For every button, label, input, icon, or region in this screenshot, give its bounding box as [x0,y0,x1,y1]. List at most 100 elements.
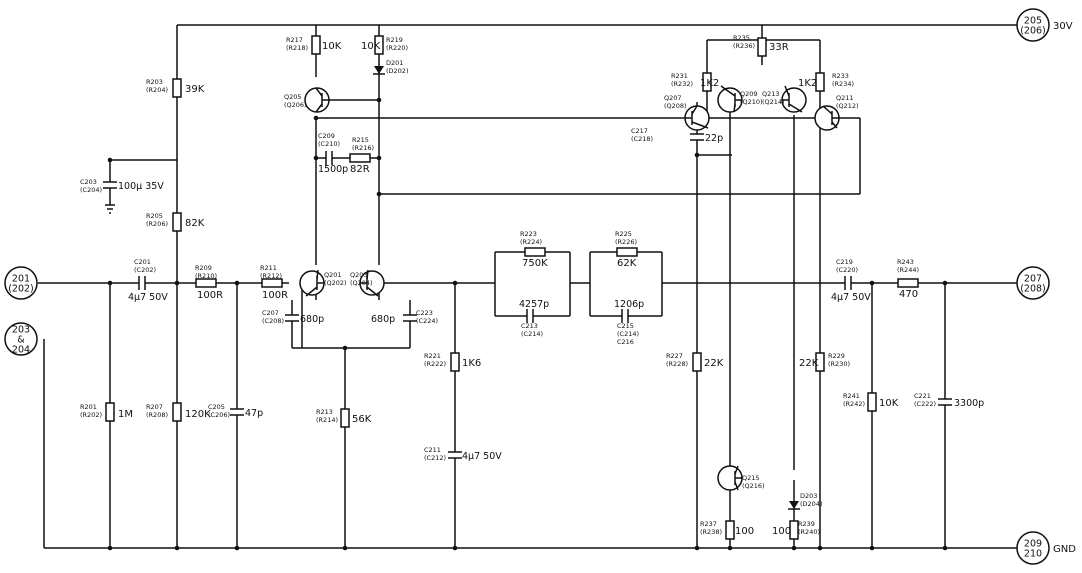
capacitor-c219-ref: C219 [836,258,853,266]
transistor-q213 [781,85,807,113]
resistor-r221-value: 1K6 [462,358,481,369]
capacitor-c223-ref: (C224) [416,317,438,325]
junction-dot [942,545,948,551]
resistor-r241-ref: R241 [843,392,860,400]
diode-symbol [373,66,385,75]
capacitor-c209-value: 1500p [318,164,348,175]
resistor-body [524,247,546,257]
resistor-body [195,278,217,288]
junction-dot [234,545,240,551]
junction-dot [817,545,823,551]
junction-dot [107,157,113,163]
resistor-r223-ref: (R224) [520,238,542,246]
resistor-r203-ref: R203 [146,78,163,86]
capacitor-c205-ref: C205 [208,403,225,411]
resistor-r243-ref: (R244) [897,266,919,274]
transistor-q209-ref: Q209 [740,90,758,98]
junction-dot [869,545,875,551]
resistor-r237-ref: R237 [700,520,717,528]
resistor-r233-ref: R233 [832,72,849,80]
resistor-r201-ref: R201 [80,403,97,411]
resistor-r233-value: 1K2 [798,78,817,89]
capacitor-c217-ref: C217 [631,127,648,135]
resistor-r231-ref: R231 [671,72,688,80]
resistor-r215-ref: (R216) [352,144,374,152]
capacitor-c219-ref: (C220) [836,266,858,274]
capacitor-c201-value: 4μ7 50V [128,292,168,303]
transistor-q205-ref: Q205 [284,93,302,101]
capacitor-c209-ref: C209 [318,132,335,140]
transistor-q207 [684,105,710,131]
resistor-body [692,352,702,372]
capacitor-c201-ref: C201 [134,258,151,266]
junction-dot [174,280,180,286]
capacitor-c203-ref: C203 [80,178,97,186]
resistor-r235-value: 33R [769,42,789,53]
resistor-r205-ref: (R206) [146,220,168,228]
transistor-q205-ref: (Q206) [284,101,307,109]
capacitor-c217-ref: (C218) [631,135,653,143]
terminal-circle [1016,266,1050,300]
capacitor-c213-ref: C213 [521,322,538,330]
junction-dot [342,345,348,351]
diode-symbol [788,501,800,510]
resistor-body [616,247,638,257]
capacitor-c211-ref: (C212) [424,454,446,462]
resistor-r219-ref: R219 [386,36,403,44]
rail-30v-label: 30V [1053,21,1073,32]
resistor-body [340,408,350,428]
resistor-r203-value: 39K [185,84,205,95]
terminal-label: 201 [12,274,30,285]
diode-d201-ref: (D202) [386,67,408,75]
resistor-r209-value: 100R [197,290,223,301]
resistor-r221-ref: R221 [424,352,441,360]
resistor-body [172,402,182,422]
junction-dot [694,152,700,158]
resistor-body [261,278,283,288]
transistor-q201-ref: Q201 [324,271,342,279]
junction-dot [694,545,700,551]
capacitor-symbol [447,451,463,459]
junction-dot [942,280,948,286]
resistor-r209-ref: (R210) [195,272,217,280]
transistor-q203-ref: (Q204) [350,279,373,287]
transistor-q209 [717,85,743,113]
capacitor-c217-value: 22p [705,133,723,144]
capacitor-c203-ref: (C204) [80,186,102,194]
resistor-r243-ref: R243 [897,258,914,266]
transistor-q205 [304,87,330,113]
junction-dot [452,545,458,551]
capacitor-c207-ref: C207 [262,309,279,317]
capacitor-symbol [138,275,146,291]
capacitor-symbol [284,314,300,322]
resistor-r241-ref: (R242) [843,400,865,408]
transistor-q201 [299,269,325,297]
terminal-label: (202) [8,284,34,295]
resistor-r239-ref: R239 [798,520,815,528]
capacitor-c223-ref: C223 [416,309,433,317]
junction-dot [234,280,240,286]
wires [38,24,1020,551]
resistor-r211-ref: (R212) [260,272,282,280]
capacitor-c221-value: 3300p [954,398,984,409]
junction-dot [869,280,875,286]
resistor-r209-ref: R209 [195,264,212,272]
transistor-q203 [359,269,385,297]
terminal-label: 203 [12,325,30,336]
resistor-r217-ref: (R218) [286,44,308,52]
capacitor-c209-ref: (C210) [318,140,340,148]
resistor-body [172,212,182,232]
capacitor-symbol [844,275,852,291]
resistor-r217-ref: R217 [286,36,303,44]
transistor-q207-ref: Q207 [664,94,682,102]
resistor-r211-value: 100R [262,290,288,301]
resistor-r241-value: 10K [879,398,899,409]
transistor-q215-ref: Q215 [742,474,760,482]
capacitor-symbol [402,314,418,322]
terminal-label: 209 [1024,539,1042,550]
resistor-r235-ref: R235 [733,34,750,42]
resistor-r225-ref: (R226) [615,238,637,246]
transistor-q209-ref: (Q210) [740,98,763,106]
resistor-r213-value: 56K [352,414,372,425]
transistor-q215-ref: (Q216) [742,482,765,490]
